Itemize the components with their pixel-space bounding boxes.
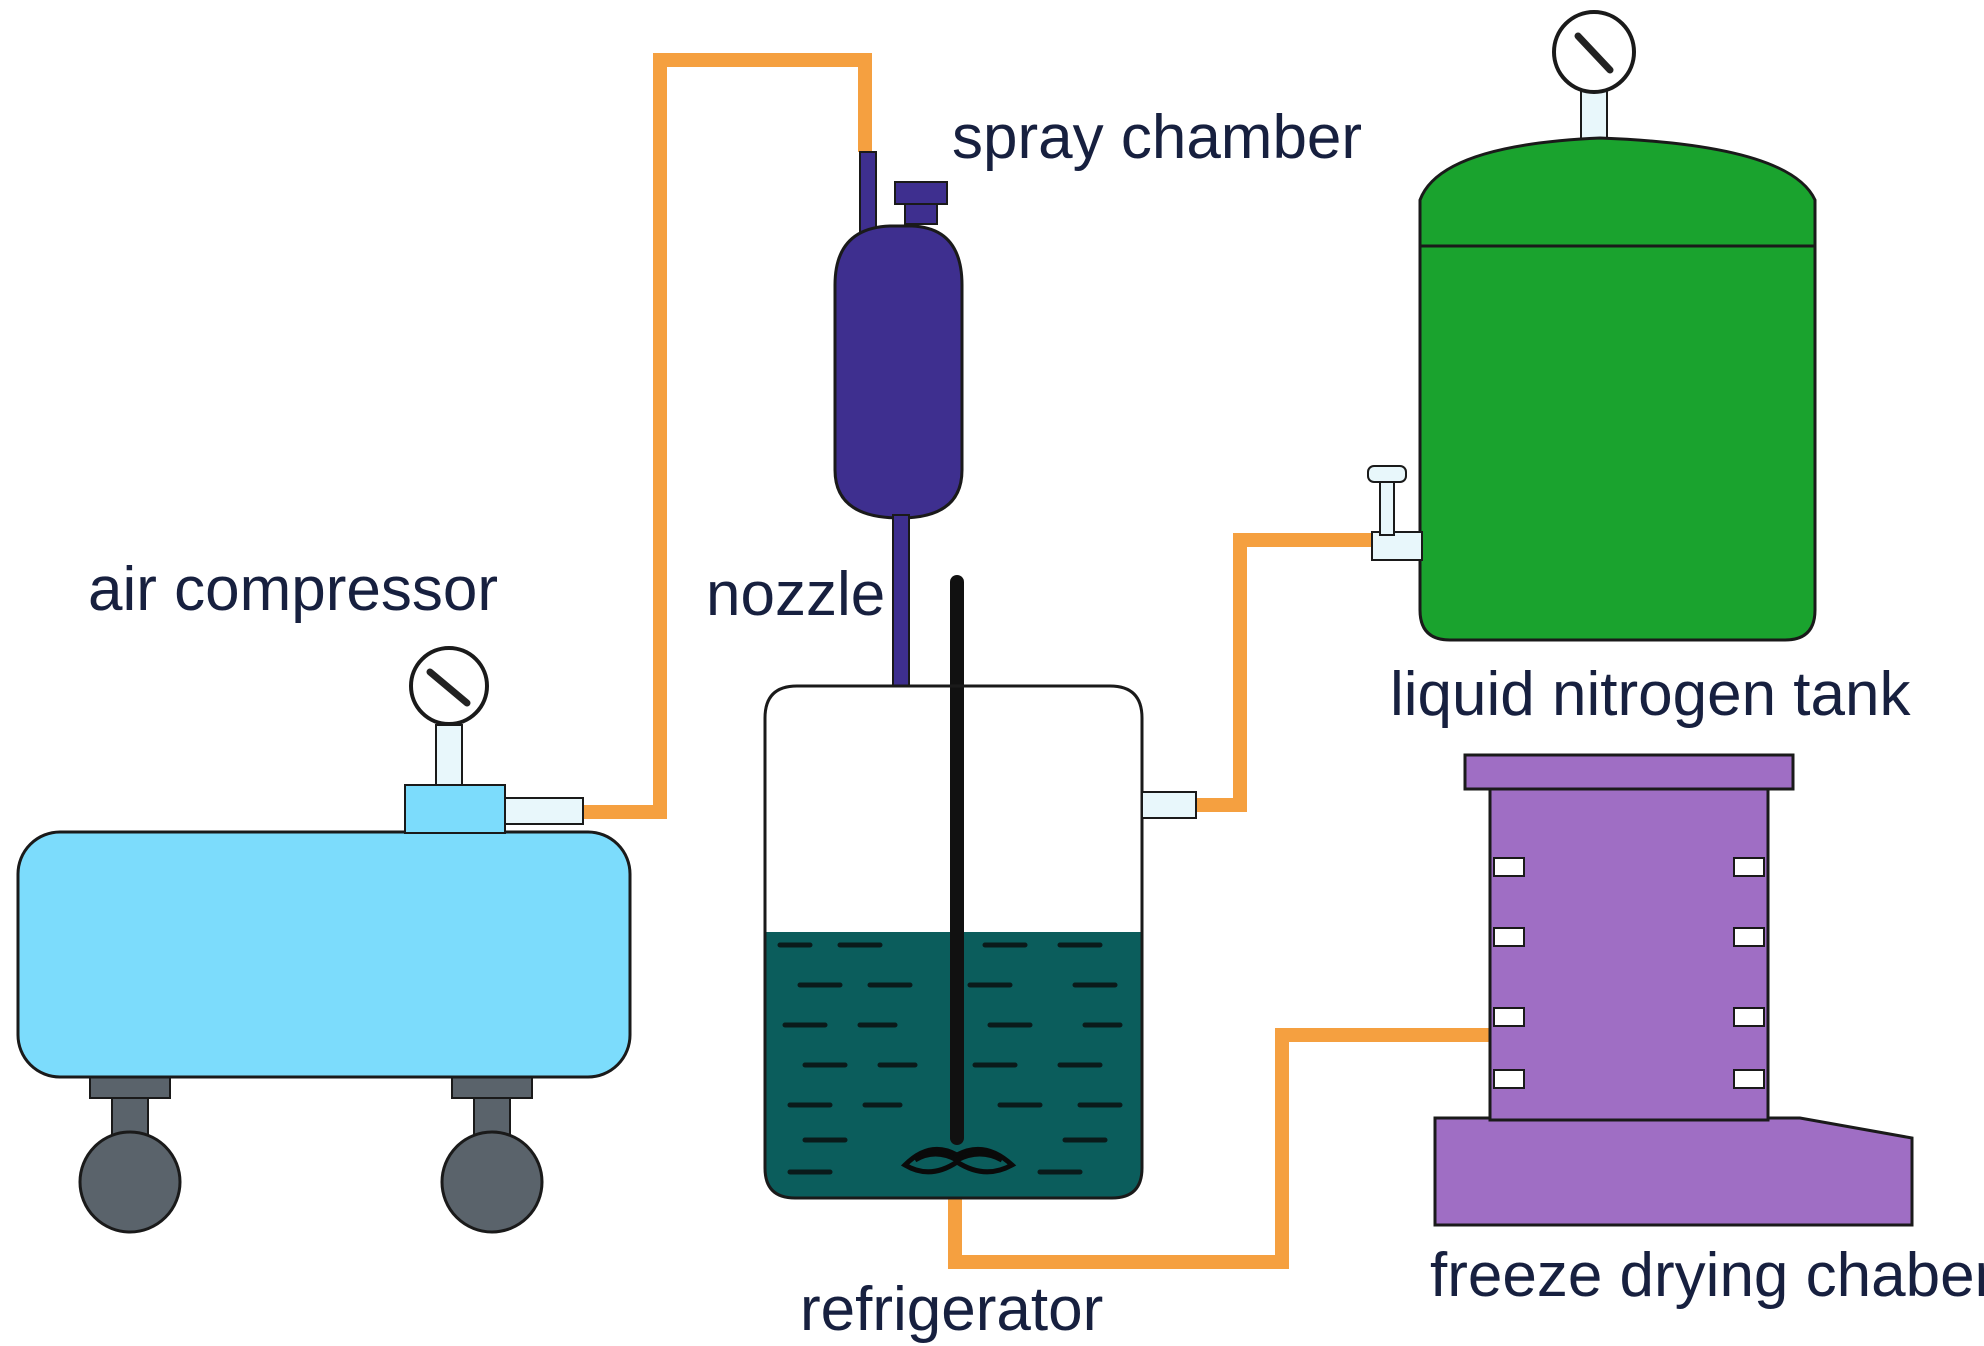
- compressor-body: [16, 830, 632, 1079]
- wheel-left: [78, 1061, 182, 1234]
- stirrer-rod: [950, 575, 964, 1145]
- hoses: [582, 53, 1495, 1269]
- freeze-drying-chamber: [1433, 753, 1914, 1227]
- hose-refrigerator-to-nitrogen-tank: [1195, 533, 1375, 812]
- refrigerator-outlet-pipe: [1141, 791, 1197, 819]
- tank-valve-pipe: [1371, 531, 1423, 561]
- air-compressor: [16, 646, 632, 1234]
- hose-refrigerator-to-freeze-dryer: [948, 1028, 1495, 1269]
- label-refrigerator: refrigerator: [800, 1275, 1103, 1344]
- label-nozzle: nozzle: [706, 560, 885, 629]
- compressor-outlet-pipe: [504, 797, 584, 825]
- label-spray-chamber: spray chamber: [952, 103, 1362, 172]
- label-freeze-drying-chamber: freeze drying chaber: [1430, 1241, 1984, 1310]
- stirrer-blade: [900, 1146, 1017, 1175]
- refrigerator-vessel: [763, 575, 1197, 1200]
- shelf-slots: [1493, 857, 1765, 1089]
- tank-body: [1418, 136, 1817, 642]
- freeze-dryer-base: [1433, 1116, 1914, 1227]
- valve-handle-icon: [1367, 465, 1407, 483]
- liquid-nitrogen-tank: [1367, 10, 1817, 642]
- freeze-dryer-column: [1488, 786, 1770, 1122]
- spray-chamber-body: [833, 224, 964, 520]
- label-liquid-nitrogen-tank: liquid nitrogen tank: [1390, 660, 1911, 729]
- liquid-ripples: [777, 942, 1123, 1175]
- freeze-dryer-top-plate: [1463, 753, 1795, 791]
- compressor-valve-block: [404, 784, 506, 834]
- label-air-compressor: air compressor: [88, 555, 498, 624]
- hose-compressor-to-spray-chamber: [582, 53, 872, 819]
- wheel-right: [440, 1061, 544, 1234]
- gauge-icon: [409, 646, 489, 726]
- gauge-icon: [1552, 10, 1636, 94]
